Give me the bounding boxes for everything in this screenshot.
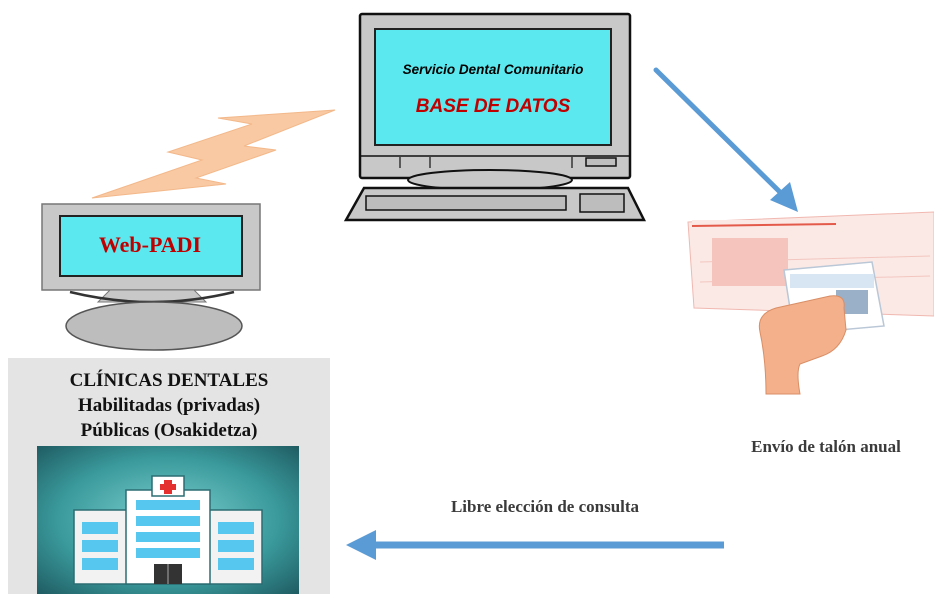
arrow-to-clinics bbox=[346, 530, 724, 560]
web-padi-screen bbox=[59, 215, 243, 277]
database-screen-line1: Servicio Dental Comunitario bbox=[402, 62, 584, 77]
talon-image-area bbox=[712, 238, 788, 286]
clinics-title-block: CLÍNICAS DENTALES Habilitadas (privadas)… bbox=[8, 368, 330, 443]
talon-header-line bbox=[691, 223, 837, 227]
hospital-building-icon bbox=[73, 475, 263, 585]
web-padi-computer bbox=[41, 203, 261, 351]
envio-talon-label: Envío de talón anual bbox=[751, 437, 901, 456]
hand-icon bbox=[758, 295, 847, 395]
talon-card-illustration bbox=[687, 211, 934, 395]
libre-eleccion-label: Libre elección de consulta bbox=[450, 497, 640, 516]
monitor-screen bbox=[374, 28, 612, 146]
database-computer bbox=[343, 12, 647, 222]
monitor-button bbox=[585, 157, 617, 167]
clinics-title: CLÍNICAS DENTALES bbox=[69, 370, 269, 391]
health-card-stripe bbox=[790, 274, 874, 288]
wireless-lightning-icon bbox=[91, 109, 336, 199]
web-padi-base bbox=[65, 301, 243, 351]
clinics-panel bbox=[8, 358, 330, 594]
arrow-database-to-talon bbox=[653, 67, 798, 212]
web-padi-label: Web-PADI bbox=[98, 232, 202, 257]
keyboard-pad bbox=[579, 193, 625, 213]
keyboard-keys bbox=[365, 195, 567, 211]
clinics-line-publicas: Públicas (Osakidetza) bbox=[80, 420, 258, 441]
database-screen-line2: BASE DE DATOS bbox=[415, 96, 571, 117]
clinics-line-habilitadas: Habilitadas (privadas) bbox=[77, 395, 261, 416]
